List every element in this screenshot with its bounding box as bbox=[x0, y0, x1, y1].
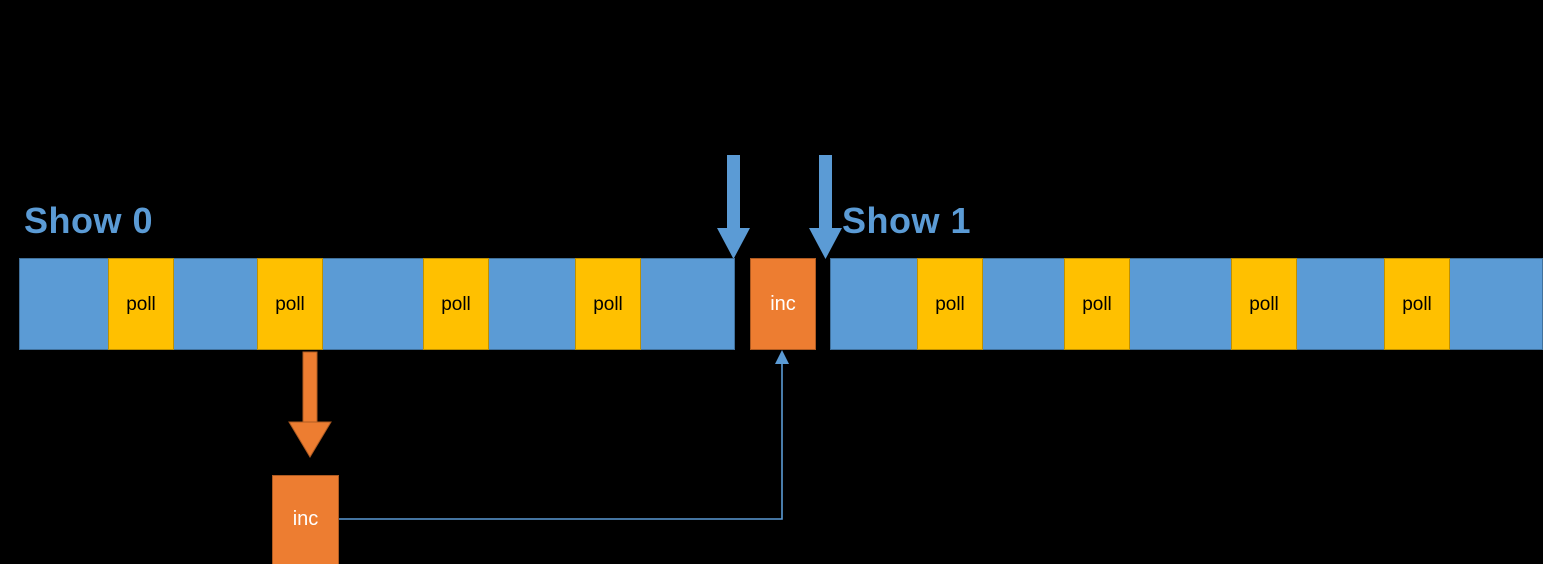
poll-cell-label: poll bbox=[275, 293, 305, 315]
inc-block-bottom[interactable]: inc bbox=[272, 475, 339, 564]
poll-cell[interactable]: poll bbox=[575, 258, 641, 350]
poll-cell[interactable]: poll bbox=[1231, 258, 1297, 350]
show0-label: Show 0 bbox=[24, 200, 154, 241]
poll-cell-label: poll bbox=[1082, 293, 1112, 315]
poll-cell[interactable]: poll bbox=[423, 258, 489, 350]
poll-cell[interactable]: poll bbox=[917, 258, 983, 350]
poll-cell[interactable]: poll bbox=[1064, 258, 1130, 350]
poll-cell-label: poll bbox=[126, 293, 156, 315]
inc-block-top[interactable]: inc bbox=[750, 258, 816, 350]
frame-boundary-arrow-2-icon bbox=[809, 155, 842, 259]
inc-return-connector-icon bbox=[339, 350, 789, 520]
poll-cell[interactable]: poll bbox=[108, 258, 174, 350]
poll-to-inc-arrow-icon bbox=[288, 351, 332, 458]
show1-label: Show 1 bbox=[842, 200, 972, 241]
poll-cell-label: poll bbox=[935, 293, 965, 315]
poll-cell[interactable]: poll bbox=[257, 258, 323, 350]
poll-cell-label: poll bbox=[1249, 293, 1279, 315]
poll-cell-label: poll bbox=[441, 293, 471, 315]
frame-boundary-arrow-1-icon bbox=[717, 155, 750, 259]
poll-cell-label: poll bbox=[1402, 293, 1432, 315]
inc-block-bottom-label: inc bbox=[292, 507, 319, 530]
poll-cell-label: poll bbox=[593, 293, 623, 315]
inc-block-top-label: inc bbox=[770, 293, 796, 315]
poll-cell[interactable]: poll bbox=[1384, 258, 1450, 350]
